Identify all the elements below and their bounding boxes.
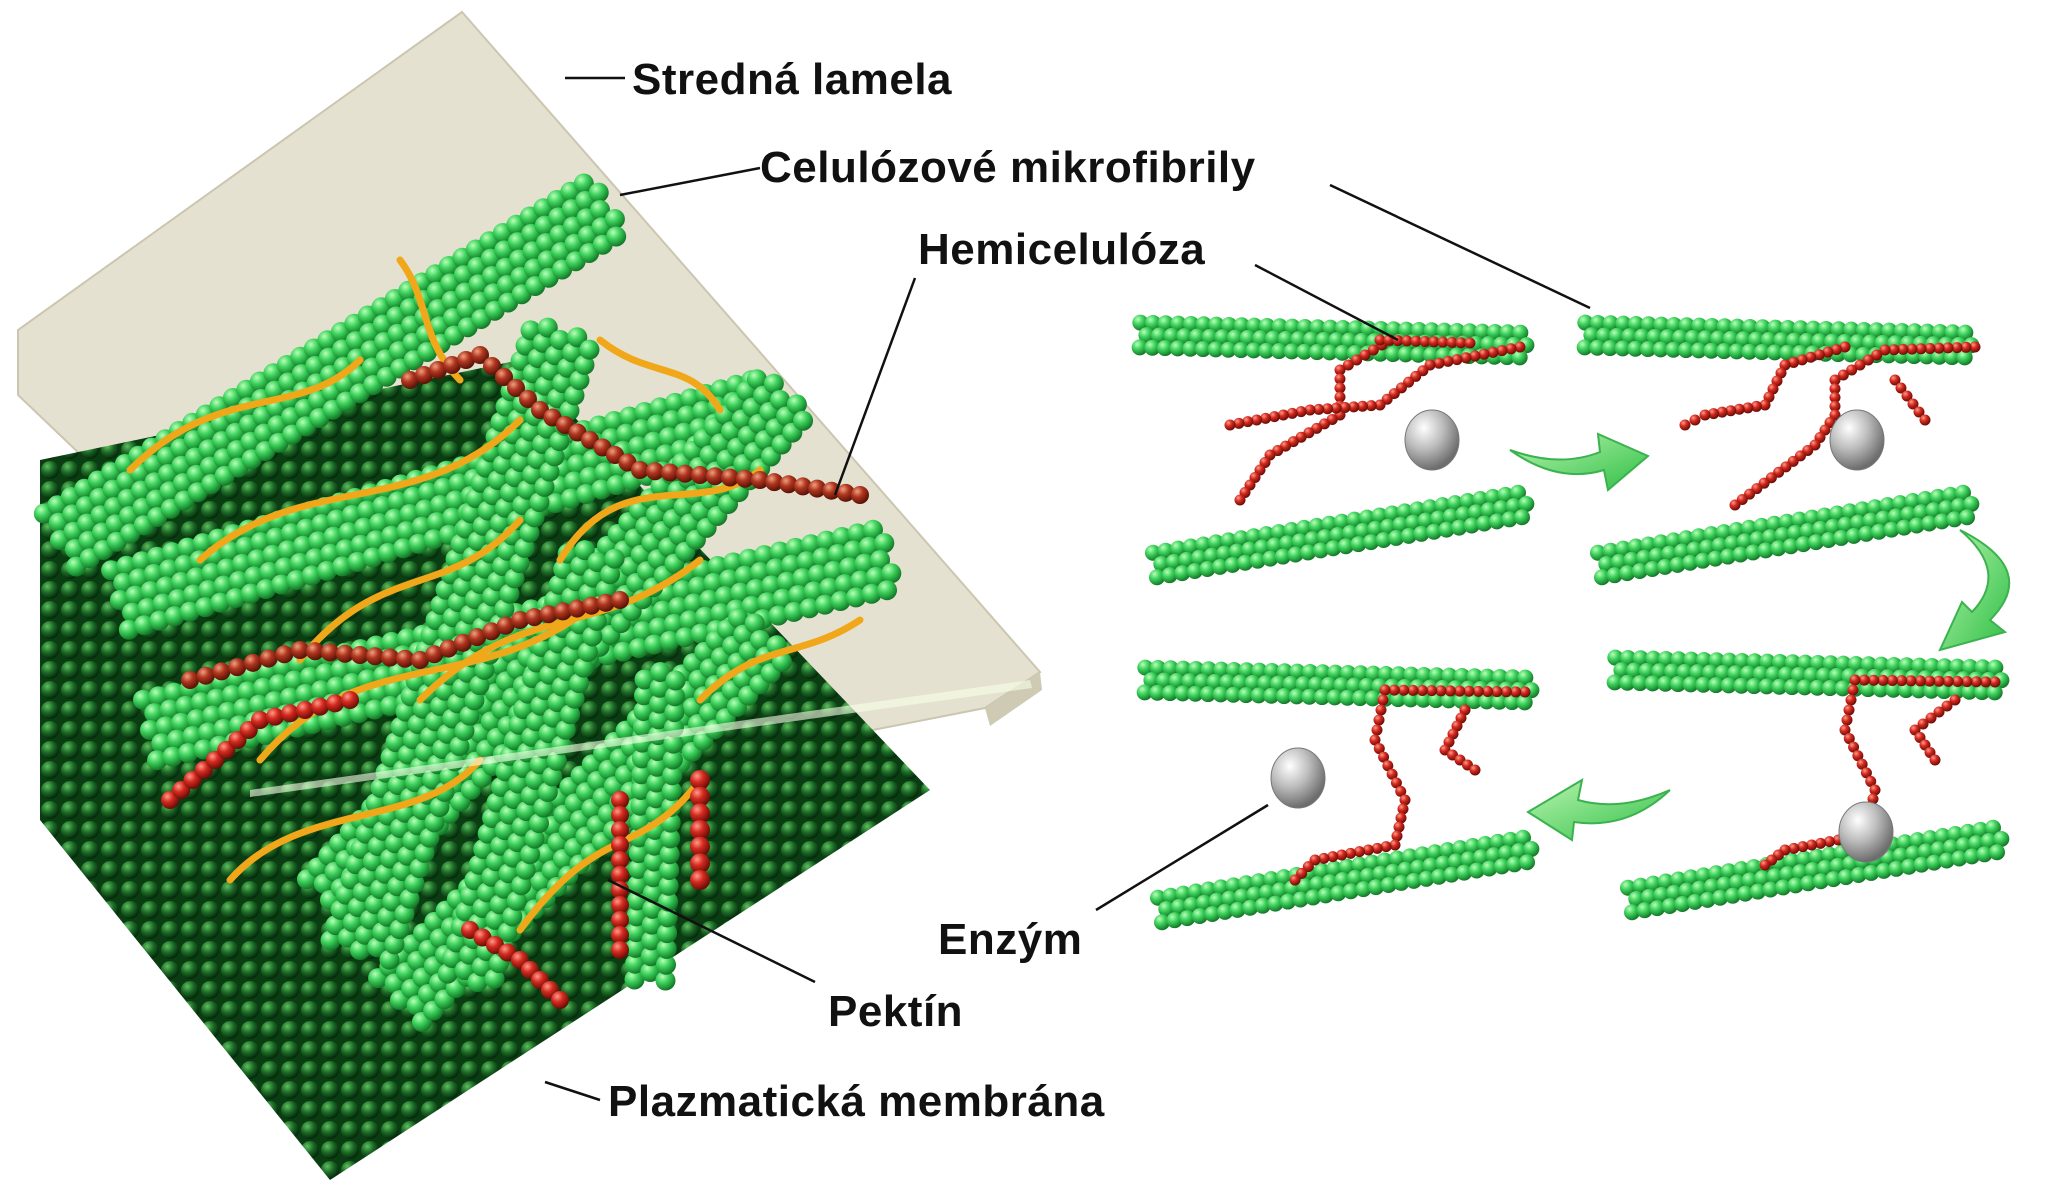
enzyme-particle — [1829, 409, 1885, 471]
panel-microfibril-top — [1606, 649, 2010, 701]
hemicellulose-chain — [1234, 334, 1396, 506]
hemicellulose-fiber — [226, 756, 484, 884]
hemicellulose-chain — [1439, 704, 1481, 776]
label-enzyme: Enzým — [938, 915, 1083, 964]
hemicellulose-fiber — [416, 556, 704, 704]
hemicellulose-chain — [1909, 694, 1961, 766]
enzyme-process-panels — [1131, 314, 2010, 931]
pectin-chain — [611, 791, 629, 959]
pectin-chain — [161, 691, 359, 809]
pectin-chains — [161, 346, 869, 1009]
lamella-highlight — [250, 680, 1032, 797]
hemicellulose-fiber — [696, 616, 864, 704]
pectin-chain — [690, 770, 710, 890]
enzyme-particle — [1404, 409, 1460, 471]
hemicellulose-fiber — [196, 416, 524, 564]
panel-microfibril-bottom — [1589, 484, 1980, 586]
panel-microfibril-bottom — [1619, 819, 2010, 921]
process-panel — [1576, 314, 1981, 586]
process-panel — [1606, 649, 2010, 921]
label-plasma-membrane: Plazmatická membrána — [608, 1077, 1105, 1126]
hemicellulose-chain — [1679, 341, 1851, 431]
enzyme-particle — [1838, 801, 1894, 863]
pectin-chain — [461, 921, 569, 1009]
hemicellulose-fiber — [126, 356, 364, 474]
hemicellulose-chain — [1729, 341, 1981, 511]
hemicellulose-chain — [1374, 334, 1476, 349]
arrow-left — [1526, 777, 1671, 842]
label-middle-lamella: Stredná lamela — [632, 55, 953, 104]
microfibril — [624, 662, 686, 991]
arrow-right — [1509, 432, 1650, 492]
hemicellulose-chain — [1889, 374, 1931, 426]
hemicellulose-fibers — [126, 256, 864, 934]
process-panel — [1136, 659, 1540, 931]
process-panel — [1131, 314, 1535, 586]
hemicellulose-fiber — [296, 516, 524, 664]
label-pectin: Pektín — [828, 987, 964, 1036]
panel-microfibril-top — [1136, 659, 1540, 711]
pectin-chain — [181, 591, 629, 689]
pectin-chain — [401, 346, 869, 504]
label-hemicellulose: Hemicelulóza — [918, 225, 1206, 274]
hemicellulose-fiber — [256, 596, 604, 764]
panel-microfibril-top — [1576, 314, 1980, 366]
label-cellulose-microfibrils: Celulózové mikrofibrily — [760, 143, 1256, 192]
leader-lines — [544, 76, 1591, 1102]
panel-microfibril-bottom — [1144, 484, 1535, 586]
hemicellulose-chain — [1289, 684, 1531, 886]
arrow-down — [1938, 529, 2011, 652]
panel-microfibril-bottom — [1149, 829, 1540, 931]
enzyme-particle — [1270, 747, 1326, 809]
hemicellulose-fiber — [596, 336, 724, 414]
hemicellulose-chain — [1224, 341, 1526, 431]
microfibril — [437, 540, 625, 993]
hemicellulose-chain — [1759, 674, 2001, 871]
